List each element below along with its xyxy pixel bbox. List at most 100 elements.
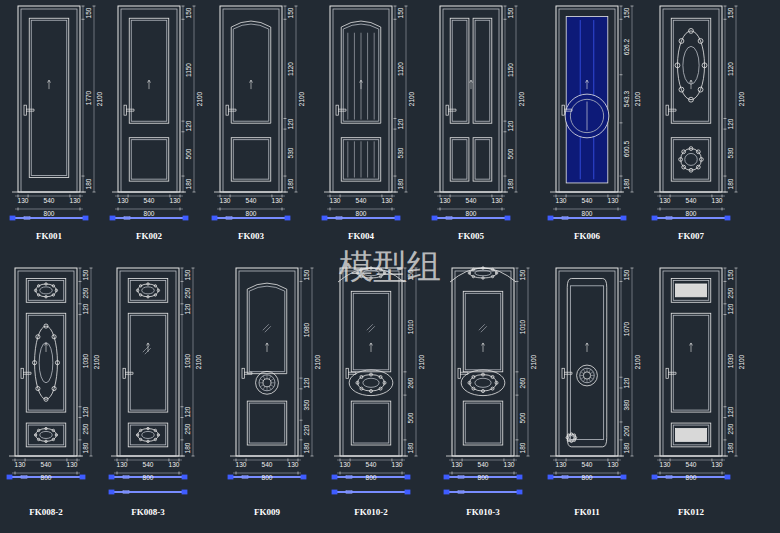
door-panel xyxy=(675,284,706,297)
drawing-line xyxy=(587,102,588,131)
door-panel xyxy=(121,9,177,192)
door-panel xyxy=(109,475,114,479)
door-panel xyxy=(405,475,410,479)
door-panel xyxy=(182,490,187,494)
drawing-line xyxy=(285,6,286,192)
door-ornament xyxy=(247,283,287,374)
door-medallion xyxy=(468,272,470,274)
dimension-text: 150 xyxy=(623,269,630,280)
drawing-line xyxy=(446,456,520,457)
drawing-line xyxy=(361,80,362,89)
drawing-line xyxy=(337,460,405,461)
dimension-text: 180 xyxy=(85,179,92,190)
dimension-text: 530 xyxy=(287,147,294,158)
dimension-text: 120 xyxy=(727,118,734,129)
drawing-line xyxy=(270,379,273,381)
dimension-text: 2100 xyxy=(518,92,525,106)
door-code: FK009 xyxy=(254,508,280,517)
drawing-line xyxy=(322,218,400,219)
drawing-line xyxy=(620,456,623,457)
door-medallion xyxy=(45,283,47,285)
drawing-line xyxy=(334,456,408,457)
door-panel xyxy=(443,9,499,192)
door-medallion xyxy=(491,375,494,378)
drawing-line xyxy=(117,472,118,475)
drawing-line xyxy=(657,473,725,474)
drawing-line xyxy=(367,141,368,177)
door-panel xyxy=(332,490,337,494)
dimension-text: 2100 xyxy=(196,92,203,106)
drawing-line xyxy=(660,208,661,211)
door-panel xyxy=(231,138,271,181)
door-medallion xyxy=(154,429,156,431)
door-panel xyxy=(660,6,722,192)
door-panel xyxy=(663,271,719,456)
dimension-text: 2100 xyxy=(408,92,415,106)
drawing-line xyxy=(181,417,184,418)
drawing-line xyxy=(406,6,407,192)
dimension-text: 150 xyxy=(303,269,310,280)
door-panel xyxy=(473,18,492,123)
dimension-text: 800 xyxy=(246,211,257,218)
drawing-line xyxy=(724,406,727,407)
door-ornament xyxy=(668,372,676,374)
drawing-line xyxy=(452,472,453,475)
drawing-line xyxy=(49,80,50,89)
drawing-line xyxy=(437,209,505,210)
dimension-text: 540 xyxy=(582,198,593,205)
door-panel xyxy=(663,9,719,192)
dimension-text: 120 xyxy=(397,118,404,129)
dimension-text: 120 xyxy=(507,121,514,132)
door-panel xyxy=(343,140,379,179)
door-panel xyxy=(128,278,168,302)
dimension-text: 800 xyxy=(366,475,377,482)
drawing-line xyxy=(652,217,730,219)
dimension-text: 2100 xyxy=(738,355,745,369)
drawing-line xyxy=(657,209,725,210)
drawing-line xyxy=(15,472,16,475)
drawing-line xyxy=(337,473,405,474)
drawing-line xyxy=(369,326,375,332)
dimension-text: 2100 xyxy=(93,355,100,369)
dimension-text: 2100 xyxy=(314,355,321,369)
drawing-line xyxy=(504,121,507,122)
dimension-text: 2100 xyxy=(634,92,641,106)
door-panel xyxy=(562,217,568,220)
drawing-line xyxy=(12,192,86,193)
dimension-text: 800 xyxy=(262,475,273,482)
dimension-text: 130 xyxy=(330,198,341,205)
door-panel xyxy=(675,429,706,442)
drawing-line xyxy=(263,376,265,379)
drawing-line xyxy=(553,473,621,474)
drawing-line xyxy=(556,208,557,211)
drawing-line xyxy=(724,129,727,130)
drawing-line xyxy=(324,192,398,193)
door-code: FK002 xyxy=(136,232,162,241)
drawing-line xyxy=(284,192,287,193)
drawing-line xyxy=(724,176,727,177)
door-ornament xyxy=(231,21,271,123)
door-ornament xyxy=(45,343,48,346)
drawing-line xyxy=(620,19,623,20)
door-medallion xyxy=(37,429,39,431)
drawing-line xyxy=(183,6,184,192)
dimension-text: 130 xyxy=(660,462,671,469)
door-panel xyxy=(666,476,672,479)
dimension-text: 540 xyxy=(582,462,593,469)
door-code: FK012 xyxy=(678,508,704,517)
door-medallion xyxy=(52,386,56,390)
door-panel xyxy=(117,268,179,456)
dimension-text: 130 xyxy=(608,462,619,469)
door-medallion xyxy=(472,268,474,270)
door-medallion xyxy=(45,296,47,298)
drawing-line xyxy=(620,176,623,177)
drawing-line xyxy=(311,268,314,269)
door-ornament xyxy=(26,109,34,111)
door-panel xyxy=(671,313,711,412)
drawing-line xyxy=(300,439,303,440)
drawing-line xyxy=(322,217,400,219)
dimension-text: 540 xyxy=(144,198,155,205)
drawing-line xyxy=(553,209,621,210)
drawing-line xyxy=(118,208,119,211)
door-panel xyxy=(129,18,169,123)
